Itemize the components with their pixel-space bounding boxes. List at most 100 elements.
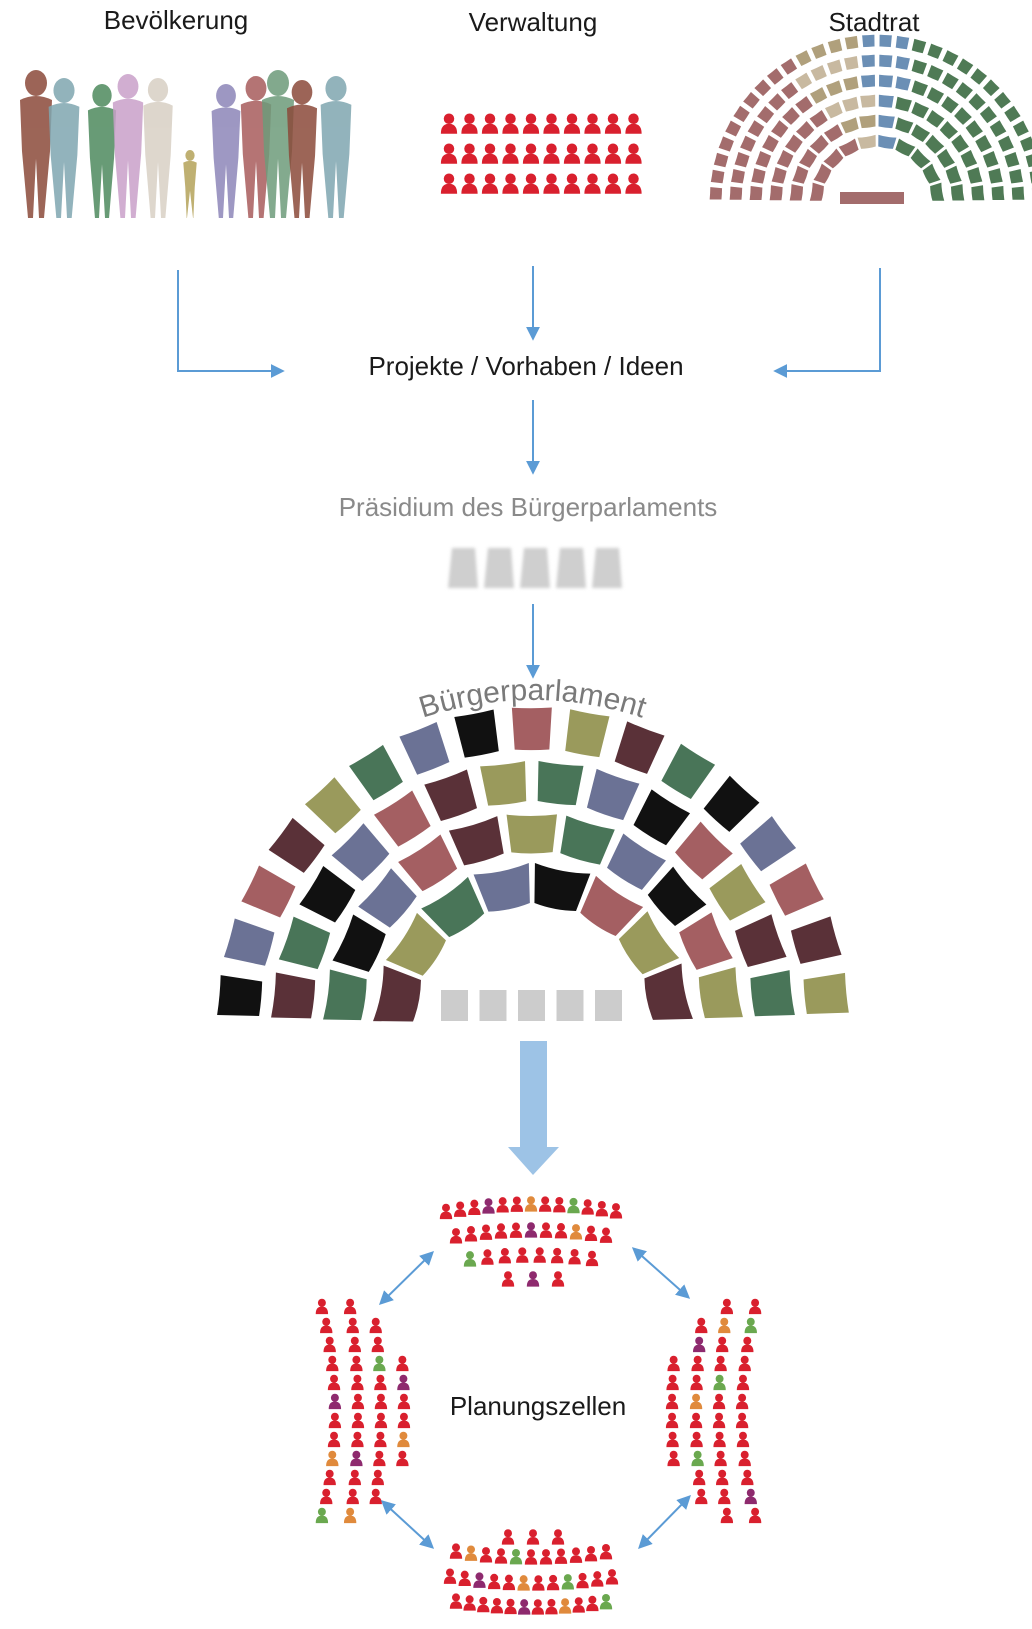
cell-member <box>323 1336 336 1353</box>
cell-member <box>374 1431 387 1448</box>
staff-figure <box>543 113 560 134</box>
cell-connector-arrows <box>379 1247 691 1549</box>
council-seat <box>1002 104 1023 124</box>
council-seat <box>709 168 726 185</box>
cell-member <box>320 1488 333 1505</box>
cell-member <box>576 1572 589 1589</box>
cell-member <box>323 1469 336 1486</box>
parliament-seat <box>421 876 485 938</box>
cell-member <box>526 1529 540 1545</box>
cell-member <box>599 1227 613 1243</box>
cell-member <box>585 1250 599 1267</box>
cell-member <box>533 1247 546 1263</box>
council-seat <box>877 133 899 151</box>
council-seat <box>842 54 860 72</box>
staff-figure <box>604 143 622 164</box>
council-seat <box>808 85 829 106</box>
staff-figure <box>604 113 622 134</box>
parliament-hemicycle-icon <box>217 707 849 1022</box>
cell-member <box>551 1529 565 1545</box>
arrow-bottom-left <box>380 1500 435 1549</box>
cell-member <box>518 1599 531 1615</box>
cell-member <box>539 1549 553 1565</box>
cell-member <box>553 1196 566 1213</box>
council-seat <box>949 132 971 155</box>
cell-member <box>464 1226 478 1242</box>
council-seat <box>894 54 912 72</box>
cell-member <box>716 1469 729 1486</box>
council-seat <box>760 133 781 154</box>
council-seat <box>910 37 928 55</box>
cell-member <box>477 1596 490 1613</box>
cell-member <box>568 1248 581 1265</box>
cell-member <box>481 1249 494 1265</box>
cell-member <box>581 1199 594 1215</box>
cell-member <box>315 1298 329 1315</box>
parliament-seat <box>299 865 356 923</box>
parliament-seat <box>424 769 478 822</box>
parliament-seat <box>454 709 499 758</box>
staff-figure <box>440 173 458 194</box>
parliament-seat <box>675 821 733 880</box>
person-silhouette <box>20 70 52 218</box>
cell-member <box>494 1223 508 1239</box>
cell-member <box>501 1529 515 1545</box>
presidium-seat-in-parliament <box>518 990 545 1021</box>
staff-figure <box>522 173 540 194</box>
council-seat <box>909 100 931 120</box>
cell-member <box>748 1298 762 1315</box>
person-silhouette <box>262 70 294 218</box>
cell-member <box>504 1598 517 1615</box>
presidium-seat-in-parliament <box>556 990 584 1021</box>
council-seat <box>723 118 743 139</box>
council-seat <box>1024 153 1032 169</box>
council-seat <box>808 180 826 202</box>
source-label-council: Stadtrat <box>828 7 920 37</box>
council-seat <box>745 118 766 139</box>
cell-member <box>744 1488 757 1505</box>
council-seat <box>939 94 961 115</box>
council-seat <box>807 108 830 130</box>
council-seat <box>878 53 894 69</box>
person-silhouette <box>112 74 144 218</box>
cell-member <box>351 1412 365 1429</box>
council-seat <box>775 148 795 170</box>
staff-figure <box>584 113 601 134</box>
parliament-seat <box>734 914 787 968</box>
parliament-seat <box>268 817 325 873</box>
council-seat <box>925 42 945 61</box>
cell-member <box>584 1545 598 1562</box>
parliament-seat <box>271 972 316 1019</box>
cell-member <box>690 1431 703 1448</box>
staff-figure <box>440 113 458 134</box>
staff-figure <box>563 173 581 194</box>
council-seat <box>755 104 776 125</box>
cell-member <box>473 1572 486 1588</box>
cell-member <box>468 1199 481 1216</box>
cell-member <box>351 1374 364 1391</box>
parliament-seat <box>534 863 591 911</box>
cell-member <box>714 1355 727 1372</box>
council-seat <box>765 66 786 87</box>
council-seat <box>877 73 895 89</box>
cell-member <box>348 1336 361 1353</box>
staff-figure <box>625 143 642 164</box>
council-chamber-icon <box>708 33 1032 204</box>
council-seat <box>708 185 724 201</box>
council-seat <box>841 74 860 92</box>
cell-member <box>665 1393 679 1410</box>
cell-member <box>396 1450 409 1467</box>
council-seat <box>909 122 932 144</box>
staff-figure <box>543 143 560 164</box>
parliament-seat <box>332 914 386 972</box>
presidium-seat <box>556 548 586 588</box>
cell-member <box>712 1412 726 1429</box>
cell-member <box>741 1336 754 1353</box>
council-seat <box>825 57 844 76</box>
cell-member <box>693 1469 706 1486</box>
presidium-seat-in-parliament <box>441 990 468 1021</box>
arrow-council-to-projects <box>773 268 881 378</box>
staff-figure <box>543 173 560 194</box>
cell-member <box>464 1545 478 1561</box>
cell-member <box>720 1507 734 1524</box>
